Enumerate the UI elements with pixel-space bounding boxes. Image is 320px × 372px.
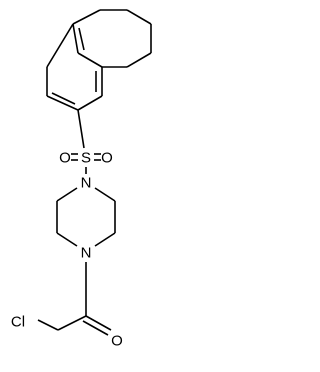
chlorine-atom-label: Cl <box>11 314 25 331</box>
bond-ring-b-4 <box>77 95 103 111</box>
bond-lines <box>37 9 152 336</box>
bond-ring-a-4 <box>126 52 152 68</box>
bond-ch2-chlorine <box>37 319 59 331</box>
bond-ring-b-2 <box>77 52 103 68</box>
oxygen-right-atom-label: O <box>101 150 113 167</box>
atom-labels: S O O N N Cl O <box>6 150 124 350</box>
nitrogen-bottom-atom-label: N <box>81 245 92 262</box>
carbonyl-oxygen-atom-label: O <box>111 333 123 350</box>
sulfur-atom-label: S <box>81 150 91 167</box>
bond-pip-4 <box>56 232 78 247</box>
bond-ring-b-7 <box>46 23 74 68</box>
bond-c-o-a <box>85 315 112 331</box>
chemical-structure-diagram: S O O N N Cl O <box>6 9 152 350</box>
bond-ring-b-5-inner <box>51 92 76 105</box>
bond-pip-6 <box>56 187 78 202</box>
bond-ring-a-2 <box>126 9 152 25</box>
bond-carbonyl-ch2 <box>57 315 87 331</box>
bond-ring-b-5 <box>46 95 79 111</box>
oxygen-left-atom-label: O <box>59 150 71 167</box>
nitrogen-top-atom-label: N <box>81 175 92 192</box>
bond-aryl-sulfur <box>77 109 85 149</box>
bond-c-o-b <box>82 320 109 336</box>
bond-ring-a-5 <box>72 9 101 25</box>
bond-pip-3 <box>94 232 116 247</box>
bond-pip-1 <box>94 187 116 202</box>
bond-ring-b-1 <box>72 23 79 54</box>
bond-ring-b-1-inner <box>78 27 85 51</box>
